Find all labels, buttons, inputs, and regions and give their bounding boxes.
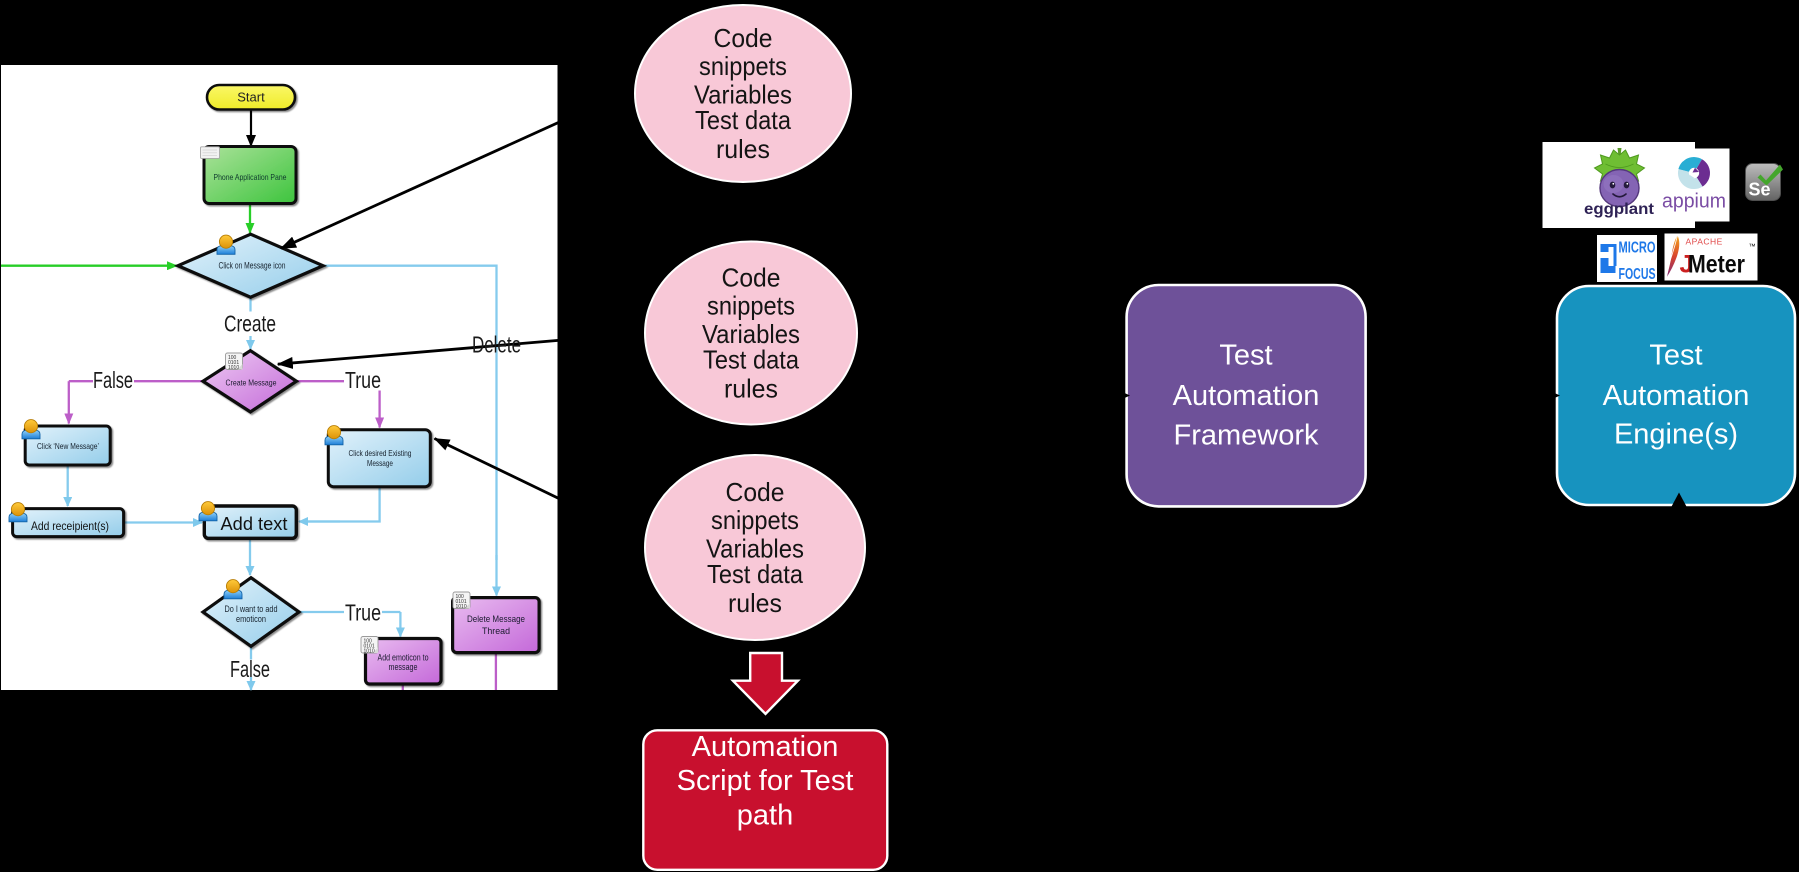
svg-text:Framework: Framework	[1173, 420, 1319, 452]
svg-text:Meter: Meter	[1688, 251, 1745, 279]
svg-text:Engine(s): Engine(s)	[1614, 419, 1738, 451]
svg-text:Thread: Thread	[482, 626, 510, 637]
svg-text:False: False	[230, 656, 270, 682]
svg-text:Test data: Test data	[703, 345, 799, 375]
svg-text:Phone Application Pane: Phone Application Pane	[214, 172, 287, 182]
svg-text:Variables: Variables	[706, 533, 804, 563]
svg-text:Test data: Test data	[695, 105, 791, 135]
svg-text:Test: Test	[1649, 340, 1702, 372]
svg-text:Code: Code	[714, 23, 773, 53]
svg-text:Automation: Automation	[692, 731, 839, 763]
svg-text:True: True	[345, 600, 381, 626]
svg-text:Delete Message: Delete Message	[467, 614, 525, 625]
svg-text:rules: rules	[728, 588, 782, 618]
svg-text:snippets: snippets	[699, 51, 787, 81]
svg-text:J: J	[1680, 251, 1694, 279]
svg-text:Message: Message	[367, 458, 393, 468]
svg-text:snippets: snippets	[711, 505, 799, 535]
svg-text:message: message	[389, 662, 418, 673]
svg-text:eggplant: eggplant	[1584, 201, 1654, 218]
svg-text:Test data: Test data	[707, 559, 803, 589]
svg-text:Test: Test	[1219, 340, 1272, 372]
svg-text:Click desired Existing: Click desired Existing	[349, 448, 412, 458]
svg-text:True: True	[345, 367, 381, 393]
svg-text:Script for Test: Script for Test	[677, 765, 854, 797]
svg-text:Variables: Variables	[702, 319, 800, 349]
svg-text:Start: Start	[237, 90, 265, 105]
svg-text:Add text: Add text	[221, 513, 288, 534]
svg-text:Code: Code	[722, 262, 781, 292]
svg-text:Se: Se	[1749, 180, 1771, 200]
svg-text:rules: rules	[724, 374, 778, 404]
svg-text:rules: rules	[716, 134, 770, 164]
svg-text:Automation: Automation	[1173, 380, 1320, 412]
svg-text:Add emoticon to: Add emoticon to	[378, 653, 429, 664]
svg-text:Click ‘New Message’: Click ‘New Message’	[37, 441, 99, 451]
svg-text:Code: Code	[726, 477, 785, 507]
svg-text:Do I want to add: Do I want to add	[225, 604, 278, 614]
svg-text:False: False	[93, 367, 133, 393]
svg-text:Delete: Delete	[472, 332, 521, 358]
svg-text:snippets: snippets	[707, 290, 795, 320]
svg-text:MICRO: MICRO	[1619, 240, 1656, 257]
svg-text:Variables: Variables	[694, 79, 792, 109]
svg-text:emoticon: emoticon	[236, 614, 266, 624]
svg-text:Automation: Automation	[1603, 380, 1750, 412]
svg-text:APACHE: APACHE	[1686, 237, 1723, 247]
svg-text:™: ™	[1749, 244, 1756, 251]
svg-text:Click on Message icon: Click on Message icon	[219, 261, 286, 271]
svg-text:FOCUS: FOCUS	[1619, 266, 1656, 283]
svg-text:path: path	[737, 800, 793, 832]
svg-text:Create Message: Create Message	[226, 378, 277, 388]
svg-text:appium: appium	[1662, 191, 1726, 213]
svg-text:Create: Create	[224, 311, 276, 337]
svg-text:Add receipient(s): Add receipient(s)	[31, 519, 109, 533]
